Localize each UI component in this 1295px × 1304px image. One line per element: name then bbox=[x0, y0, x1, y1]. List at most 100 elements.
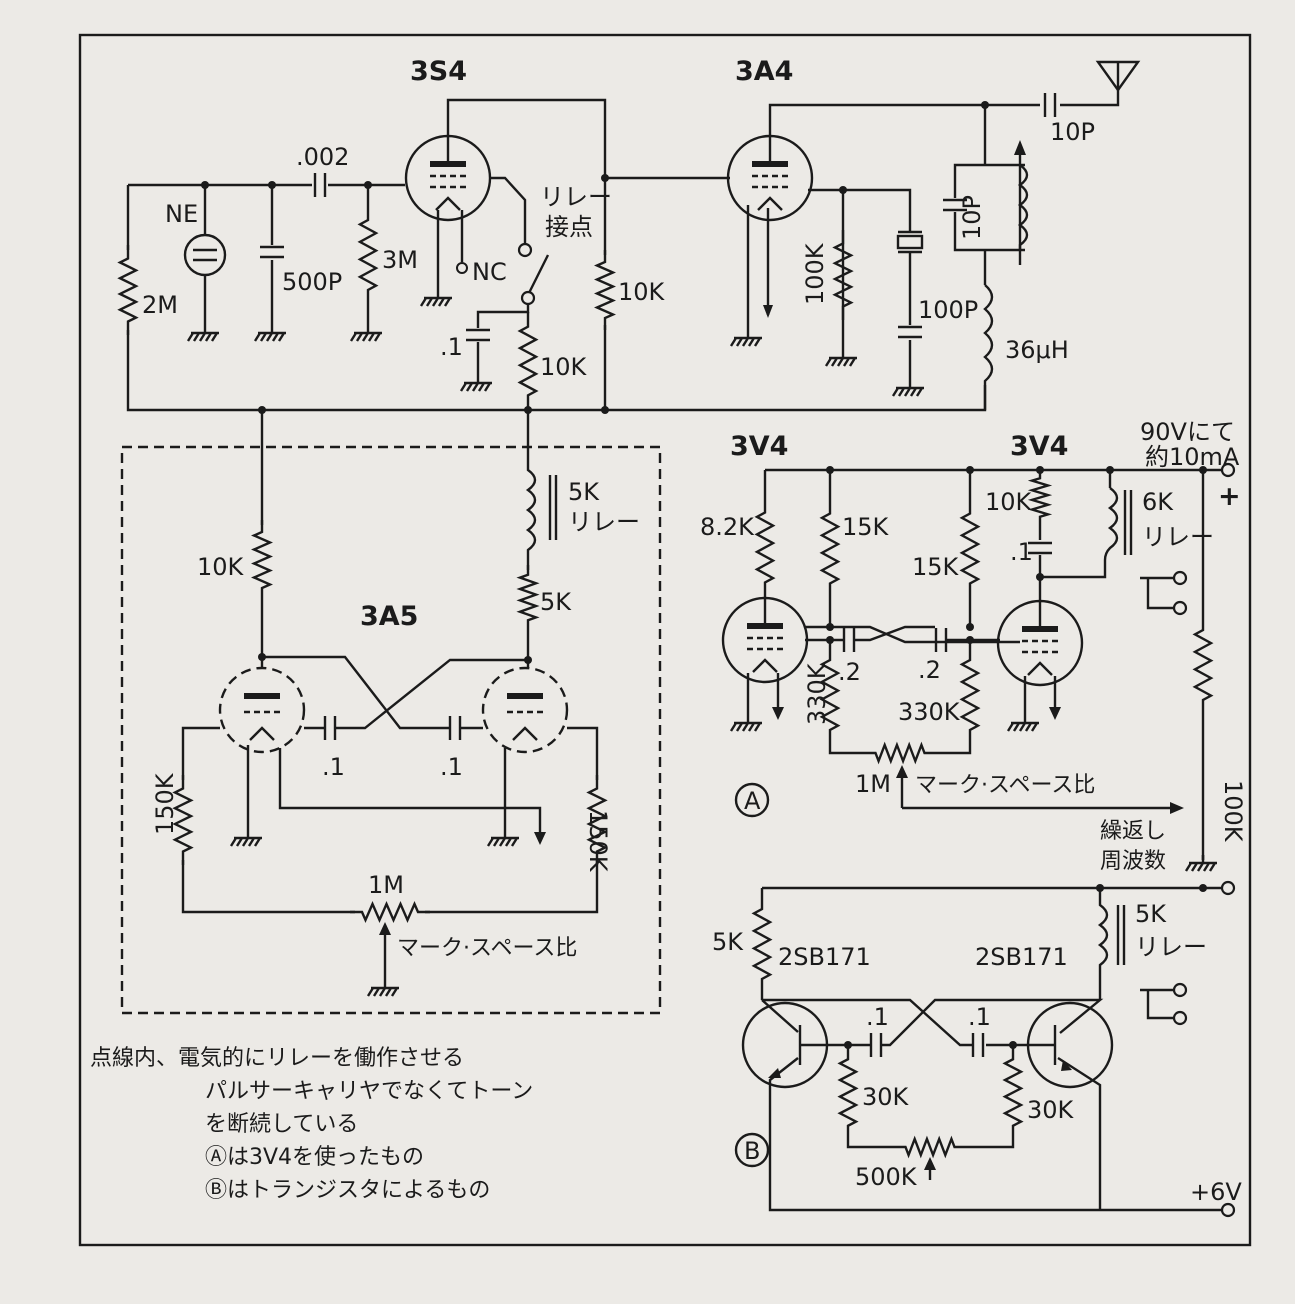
tube-label-3v4-right: 3V4 bbox=[1010, 431, 1068, 462]
relay-contact-switch bbox=[526, 254, 550, 296]
label-100p: 100P bbox=[918, 296, 978, 324]
resistor-icon bbox=[586, 775, 608, 865]
marker-b bbox=[734, 1132, 770, 1168]
resistor-icon bbox=[819, 640, 841, 750]
note-line: を断続している bbox=[205, 1112, 358, 1137]
relay-coil-6k-icon bbox=[1103, 487, 1119, 561]
resistor-icon bbox=[959, 640, 981, 750]
label-100k-a: 100K bbox=[1219, 780, 1247, 843]
label-mark-space-pulser: マーク·スペース比 bbox=[397, 936, 577, 961]
resistor-icon bbox=[819, 470, 841, 627]
pulser-3a5: 10K 5K リレー 5K 3A5 .1 .1 150K 150K 1M マーク… bbox=[120, 406, 662, 1015]
label-2sb171-left: 2SB171 bbox=[778, 943, 871, 971]
resistor-icon bbox=[1027, 470, 1053, 525]
label-150k-right: 150K bbox=[584, 810, 612, 873]
resistor-icon bbox=[865, 741, 935, 765]
label-330k-b: 330K bbox=[898, 698, 961, 726]
label-plus: + bbox=[1218, 481, 1241, 512]
label-relay-b: リレー bbox=[1135, 933, 1207, 961]
crystal-icon bbox=[896, 234, 924, 250]
label-150k-left: 150K bbox=[151, 772, 179, 835]
label-02-a: .2 bbox=[838, 658, 861, 686]
relay-coil-5k-icon bbox=[525, 410, 537, 570]
label-01-b-left: .1 bbox=[866, 1003, 889, 1031]
label-mark-space-a: マーク·スペース比 bbox=[915, 773, 1095, 798]
resistor-icon bbox=[754, 470, 776, 625]
label-1m-a: 1M bbox=[855, 770, 891, 798]
tube-3a5-right bbox=[481, 666, 569, 754]
label-6v: +6V bbox=[1190, 1178, 1242, 1206]
tube-3a5-left bbox=[218, 666, 306, 754]
label-500k: 500K bbox=[855, 1163, 918, 1191]
label-3m: 3M bbox=[382, 246, 418, 274]
label-2m: 2M bbox=[142, 291, 178, 319]
label-100k: 100K bbox=[801, 242, 829, 305]
label-10k-a: 10K bbox=[985, 488, 1033, 516]
relay-coil-5k-b-icon bbox=[1097, 888, 1109, 1000]
resistor-icon bbox=[251, 520, 273, 600]
label-freq-1: 繰返し bbox=[1100, 819, 1166, 844]
label-5k-relay: 5K bbox=[568, 478, 600, 506]
section-a-3v4: 3V4 3V4 90Vにて 約10mA + 8.2K 15K 15K 10K .… bbox=[700, 418, 1247, 874]
marker-a bbox=[734, 782, 770, 818]
resistor-icon bbox=[117, 245, 139, 335]
note-line: 点線内、電気的にリレーを働作させる bbox=[90, 1046, 464, 1071]
label-2sb171-right: 2SB171 bbox=[975, 943, 1068, 971]
marker-b-label: B bbox=[744, 1137, 760, 1165]
label-10k-plate: 10K bbox=[618, 278, 666, 306]
label-10k-relay: 10K bbox=[540, 353, 588, 381]
label-500p: 500P bbox=[282, 268, 342, 296]
label-relay-contact-1: リレー bbox=[540, 183, 612, 211]
tube-label-3a4: 3A4 bbox=[735, 56, 793, 87]
marker-a-label: A bbox=[744, 787, 761, 815]
label-01-a: .1 bbox=[1010, 538, 1033, 566]
label-10k-pulser: 10K bbox=[197, 553, 245, 581]
label-relay-contact-2: 接点 bbox=[545, 213, 593, 241]
label-nc: NC bbox=[472, 258, 507, 286]
label-5k-relay-b: 5K bbox=[1135, 900, 1167, 928]
resistor-icon bbox=[837, 1045, 859, 1140]
label-5k-pulser: 5K bbox=[540, 588, 572, 616]
tube-label-3v4-left: 3V4 bbox=[730, 431, 788, 462]
label-10p-antenna: 10P bbox=[1050, 118, 1095, 146]
label-10p-tank: 10P bbox=[958, 195, 986, 240]
label-36uh: 36μH bbox=[1005, 336, 1069, 364]
resistor-icon bbox=[516, 565, 540, 630]
label-01-pulser-left: .1 bbox=[322, 753, 345, 781]
resistor-icon bbox=[357, 185, 379, 325]
label-01-pulser-right: .1 bbox=[440, 753, 463, 781]
note-line: Ⓑはトランジスタによるもの bbox=[205, 1178, 490, 1203]
resistor-icon bbox=[832, 230, 854, 320]
label-30k-b: 30K bbox=[1027, 1096, 1075, 1124]
neon-lamp-icon bbox=[183, 233, 227, 277]
coil-36uh-icon bbox=[983, 284, 994, 410]
label-1m-pulser: 1M bbox=[368, 871, 404, 899]
label-freq-2: 周波数 bbox=[1100, 849, 1166, 874]
resistor-icon bbox=[1192, 470, 1214, 860]
label-8-2k: 8.2K bbox=[700, 513, 755, 541]
tube-label-3s4: 3S4 bbox=[410, 56, 467, 87]
resistor-icon bbox=[517, 312, 539, 410]
section-b-transistor: 5K 2SB171 2SB171 5K リレー .1 .1 30K 30K 50… bbox=[712, 880, 1242, 1218]
label-02-b: .2 bbox=[918, 656, 941, 684]
label-ne: NE bbox=[165, 200, 198, 228]
resistor-icon bbox=[751, 888, 773, 1000]
resistor-icon bbox=[172, 775, 194, 865]
tube-label-3a5: 3A5 bbox=[360, 601, 418, 632]
frame bbox=[78, 33, 1252, 1247]
resistor-icon bbox=[594, 250, 616, 330]
resistor-icon bbox=[350, 901, 430, 923]
label-6k: 6K bbox=[1142, 488, 1174, 516]
transmitter-circuit: 2M NE 500P .002 3M 3S4 10K NC bbox=[117, 56, 1141, 414]
resistor-icon bbox=[1002, 1045, 1024, 1140]
label-01-b-right: .1 bbox=[968, 1003, 991, 1031]
note-line: パルサーキャリヤでなくてトーン bbox=[205, 1079, 533, 1104]
label-5k-b: 5K bbox=[712, 928, 744, 956]
label-30k-a: 30K bbox=[862, 1083, 910, 1111]
resistor-icon bbox=[959, 470, 981, 627]
note-line: Ⓐは3V4を使ったもの bbox=[205, 1145, 424, 1170]
label-002: .002 bbox=[296, 143, 349, 171]
label-15k-a: 15K bbox=[842, 513, 890, 541]
